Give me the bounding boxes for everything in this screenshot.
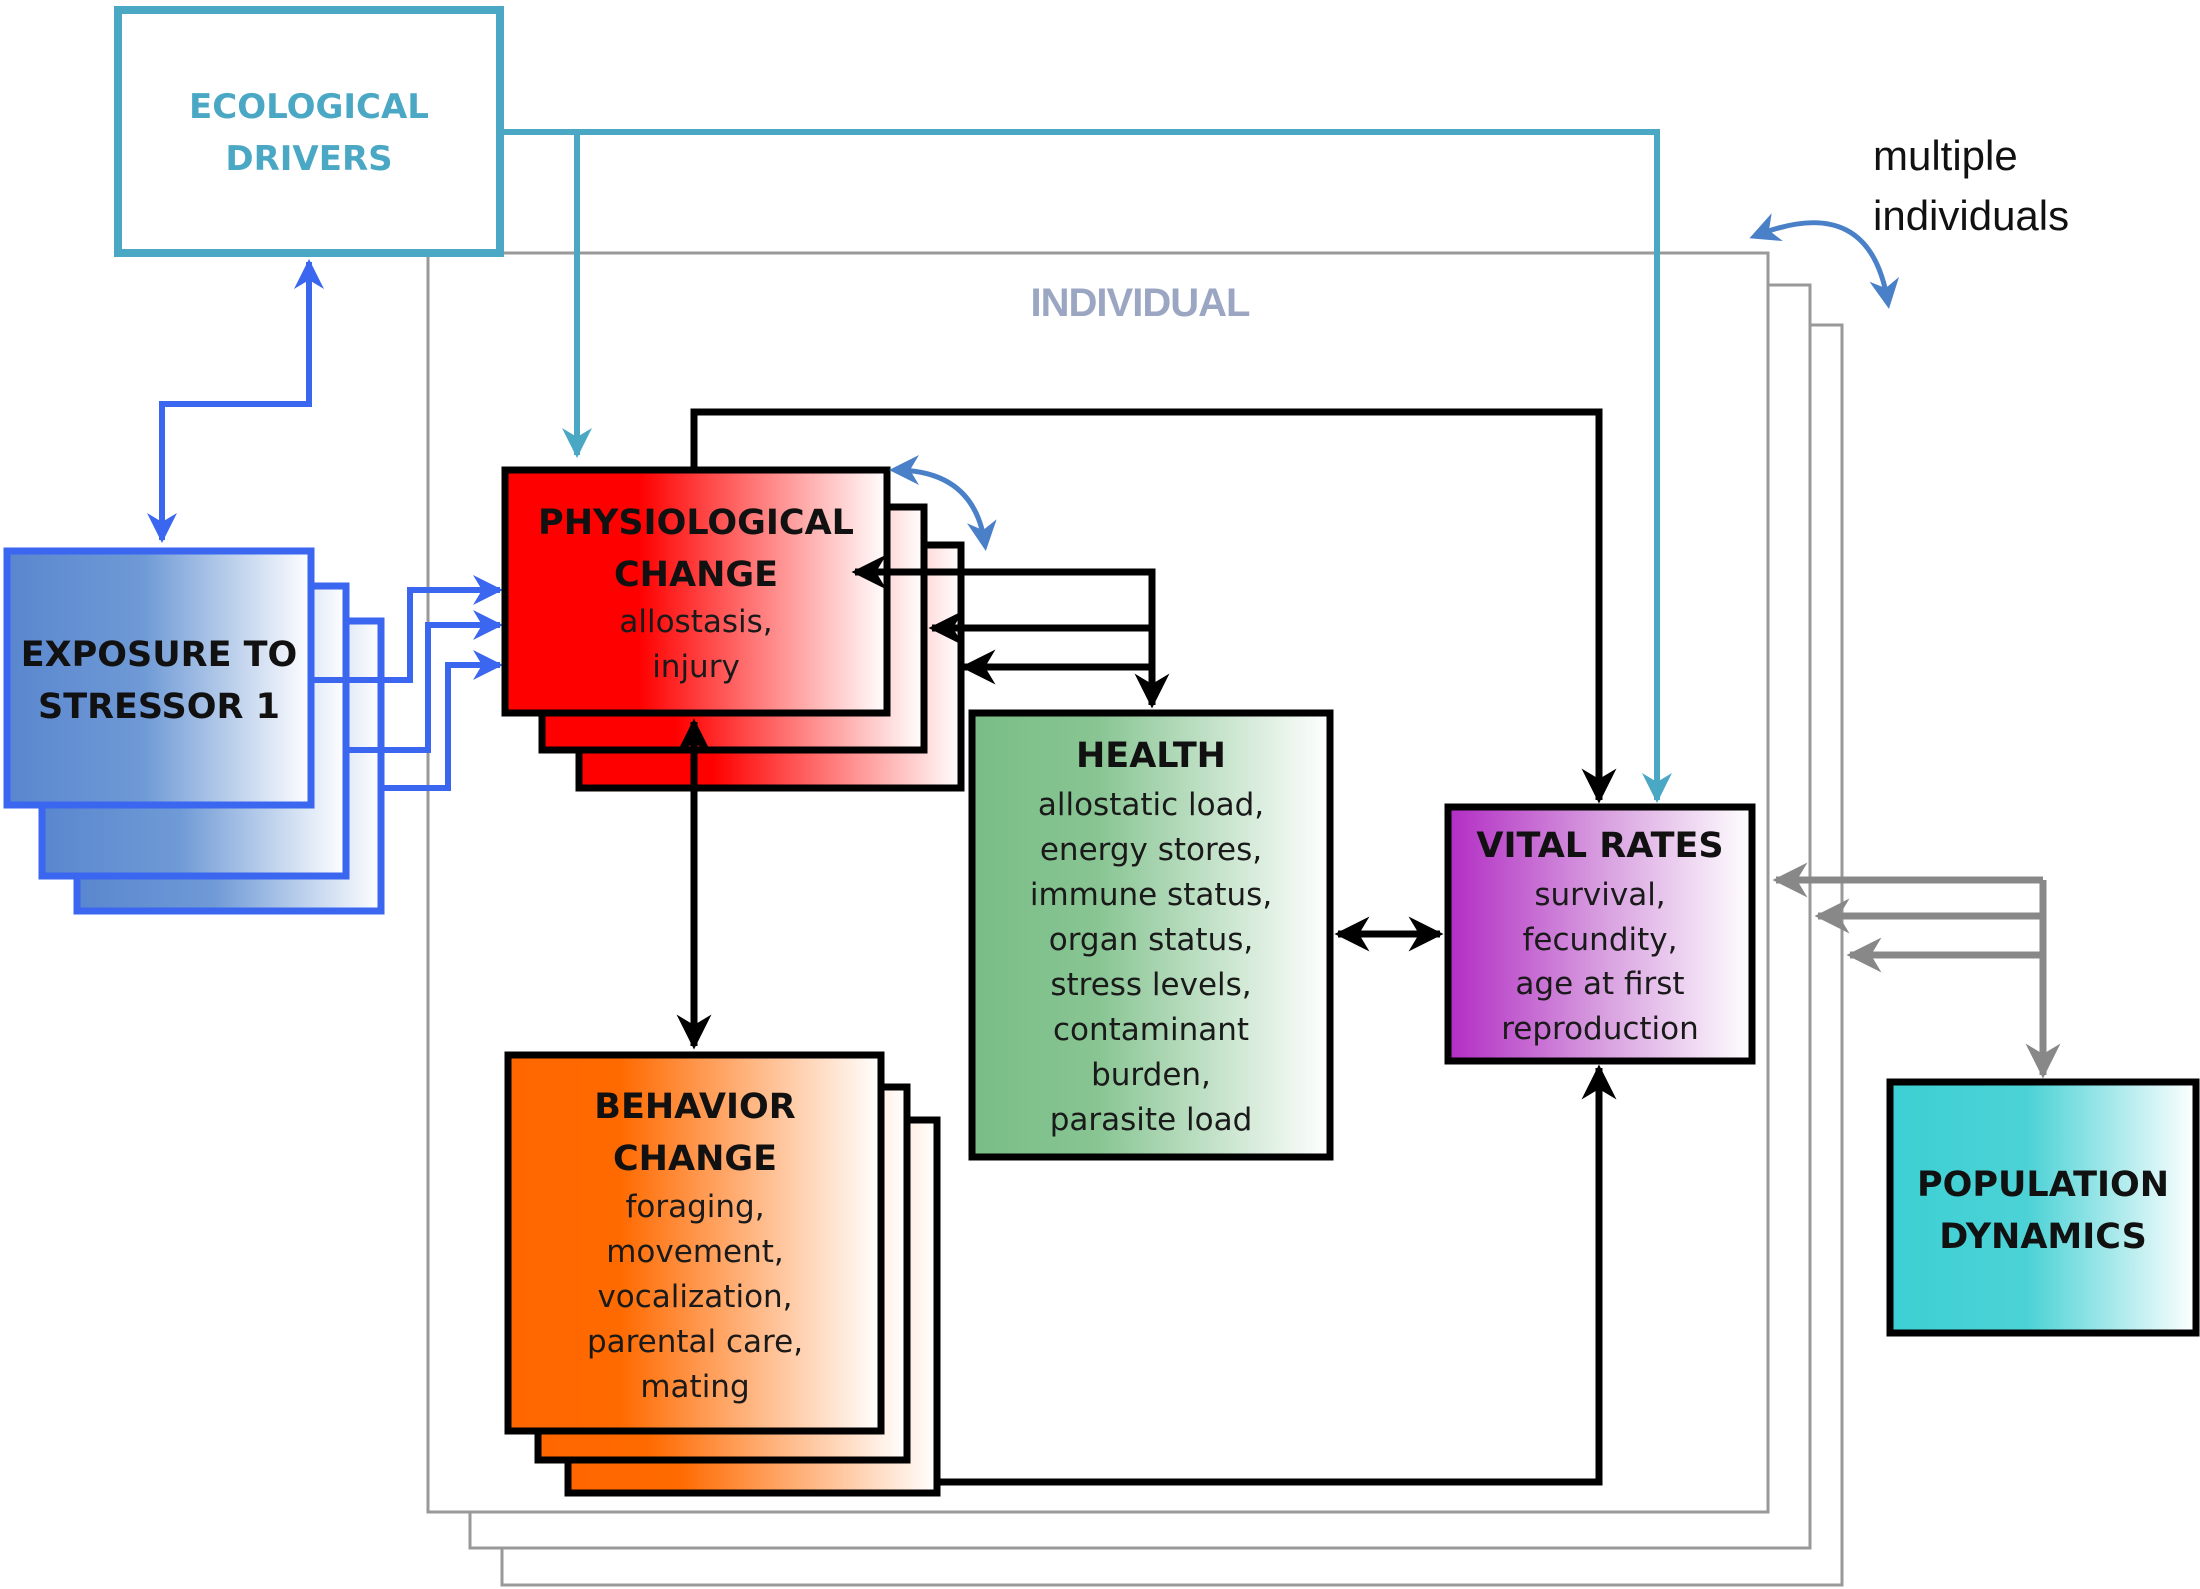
exposure-line1: EXPOSURE TO (21, 635, 298, 675)
physiological-item: allostasis, (619, 604, 772, 640)
health-title: HEALTH (1076, 736, 1226, 776)
exposure-ecological-arrow (147, 259, 324, 543)
health-item: parasite load (1050, 1102, 1253, 1138)
exposure-arrow-3 (381, 650, 503, 791)
physiological-item: injury (652, 649, 740, 685)
behavior-title2: CHANGE (613, 1139, 777, 1179)
ecological-drivers-line1: ECOLOGICAL (189, 87, 429, 127)
behavior-item: foraging, (625, 1189, 764, 1225)
physiological-multiple-curved-arrow (889, 455, 997, 551)
health-item: contaminant (1053, 1012, 1249, 1048)
ecological-to-vital-rates-arrow (577, 129, 1672, 803)
population-line1: POPULATION (1917, 1165, 2169, 1205)
physiological-to-vital-rates-arrow (690, 408, 1617, 804)
behavior-item: movement, (606, 1234, 784, 1270)
ecological-drivers-box[interactable] (114, 6, 504, 257)
population-dynamics-box[interactable] (1886, 1078, 2200, 1337)
health-item: organ status, (1049, 922, 1253, 958)
ecological-drivers-line2: DRIVERS (225, 139, 392, 179)
behavior-title1: BEHAVIOR (594, 1087, 795, 1127)
behavior-item: parental care, (587, 1324, 803, 1360)
vital-rates-box[interactable] (1444, 803, 1756, 1065)
vital-rates-item: fecundity, (1523, 922, 1678, 958)
vital-rates-item: reproduction (1501, 1011, 1699, 1047)
multiple-individuals-curved-arrow (1749, 213, 1900, 309)
vital-rates-item: age at first (1515, 966, 1684, 1002)
exposure-box[interactable] (3, 547, 315, 809)
multiple-individuals-line1: multiple (1873, 132, 2018, 179)
individual-label: INDIVIDUAL (1031, 281, 1250, 325)
physiological-title1: PHYSIOLOGICAL (538, 503, 854, 543)
behavior-to-vital-rates-arrow (937, 1064, 1617, 1486)
behavior-item: vocalization, (597, 1279, 792, 1315)
health-to-physiological-arrow-1 (851, 554, 1170, 709)
health-item: burden, (1091, 1057, 1211, 1093)
behavior-item: mating (640, 1369, 749, 1405)
vital-rates-item: survival, (1534, 877, 1665, 913)
population-line2: DYNAMICS (1939, 1217, 2147, 1257)
health-box[interactable] (968, 709, 1334, 1161)
vital-rates-title: VITAL RATES (1476, 826, 1723, 866)
behavior-box[interactable] (504, 1051, 885, 1435)
exposure-arrow-2 (346, 610, 503, 753)
exposure-arrow-1 (311, 575, 503, 683)
health-item: immune status, (1030, 877, 1272, 913)
health-item: stress levels, (1050, 967, 1251, 1003)
multiple-individuals-line2: individuals (1873, 192, 2069, 239)
exposure-line2: STRESSOR 1 (38, 687, 280, 727)
physiological-title2: CHANGE (614, 555, 778, 595)
health-item: energy stores, (1040, 832, 1262, 868)
physiological-box[interactable] (501, 466, 891, 717)
health-item: allostatic load, (1038, 787, 1264, 823)
